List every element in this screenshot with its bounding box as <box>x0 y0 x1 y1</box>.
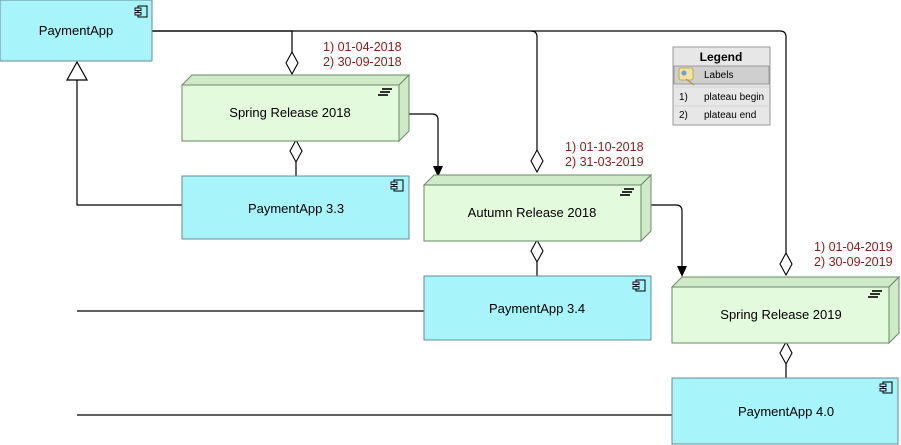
aggregation-diamond <box>289 138 303 164</box>
node-label: PaymentApp 4.0 <box>738 404 834 419</box>
legend-row-number: 2) <box>679 110 688 121</box>
node-label: Spring Release 2019 <box>720 307 841 322</box>
legend-header-row <box>673 65 770 85</box>
node-payment-app-3-3[interactable]: PaymentApp 3.3 <box>181 175 410 240</box>
legend-row-text: plateau end <box>704 110 756 121</box>
date-label-end: 2) 30-09-2018 <box>323 55 402 69</box>
node-label: Autumn Release 2018 <box>468 205 597 220</box>
plateau-icon <box>868 290 882 298</box>
triggering-edge-2019 <box>651 204 683 270</box>
plateau-icon <box>378 88 392 96</box>
date-label-begin: 1) 01-04-2019 <box>814 240 893 254</box>
date-label-end: 2) 31-03-2019 <box>565 155 644 169</box>
node-label: PaymentApp 3.4 <box>489 301 585 316</box>
aggregation-edge-spring-2019 <box>531 30 787 255</box>
node-spring-release-2018[interactable]: Spring Release 2018 <box>180 73 411 143</box>
aggregation-diamond <box>530 148 544 174</box>
node-payment-app-4-0[interactable]: PaymentApp 4.0 <box>671 377 899 445</box>
legend-row-number: 1) <box>679 92 688 103</box>
date-label-begin: 1) 01-10-2018 <box>565 140 644 154</box>
component-icon <box>632 279 646 292</box>
date-label-end: 2) 30-09-2019 <box>814 255 893 269</box>
aggregation-diamond <box>530 238 544 264</box>
date-label-begin: 1) 01-04-2018 <box>323 40 402 54</box>
component-icon <box>390 179 404 192</box>
specialization-edge-33 <box>76 79 182 206</box>
node-autumn-release-2018[interactable]: Autumn Release 2018 <box>422 173 653 243</box>
labels-icon <box>678 67 695 86</box>
node-payment-app-3-4[interactable]: PaymentApp 3.4 <box>423 275 652 341</box>
node-payment-app[interactable]: PaymentApp <box>0 0 153 62</box>
arrowhead <box>677 266 687 277</box>
legend-title: Legend <box>700 50 743 64</box>
legend[interactable]: Legend Labels 1) plateau begin 2) platea… <box>672 46 771 126</box>
node-spring-release-2019[interactable]: Spring Release 2019 <box>670 275 901 345</box>
legend-header-text: Labels <box>704 70 733 81</box>
aggregation-diamond <box>285 50 299 76</box>
aggregation-diamond <box>779 251 793 277</box>
triggering-edge-2018 <box>409 113 439 170</box>
plateau-icon <box>620 188 634 196</box>
arrowhead <box>433 166 443 177</box>
node-label: PaymentApp <box>39 23 113 38</box>
component-icon <box>134 5 148 18</box>
component-icon <box>879 381 893 394</box>
aggregation-diamond <box>779 340 793 366</box>
aggregation-edge-spring-2018 <box>152 30 293 52</box>
node-label: Spring Release 2018 <box>229 105 350 120</box>
legend-row-text: plateau begin <box>704 92 764 103</box>
specialization-arrowhead <box>65 60 89 81</box>
node-label: PaymentApp 3.3 <box>248 201 344 216</box>
